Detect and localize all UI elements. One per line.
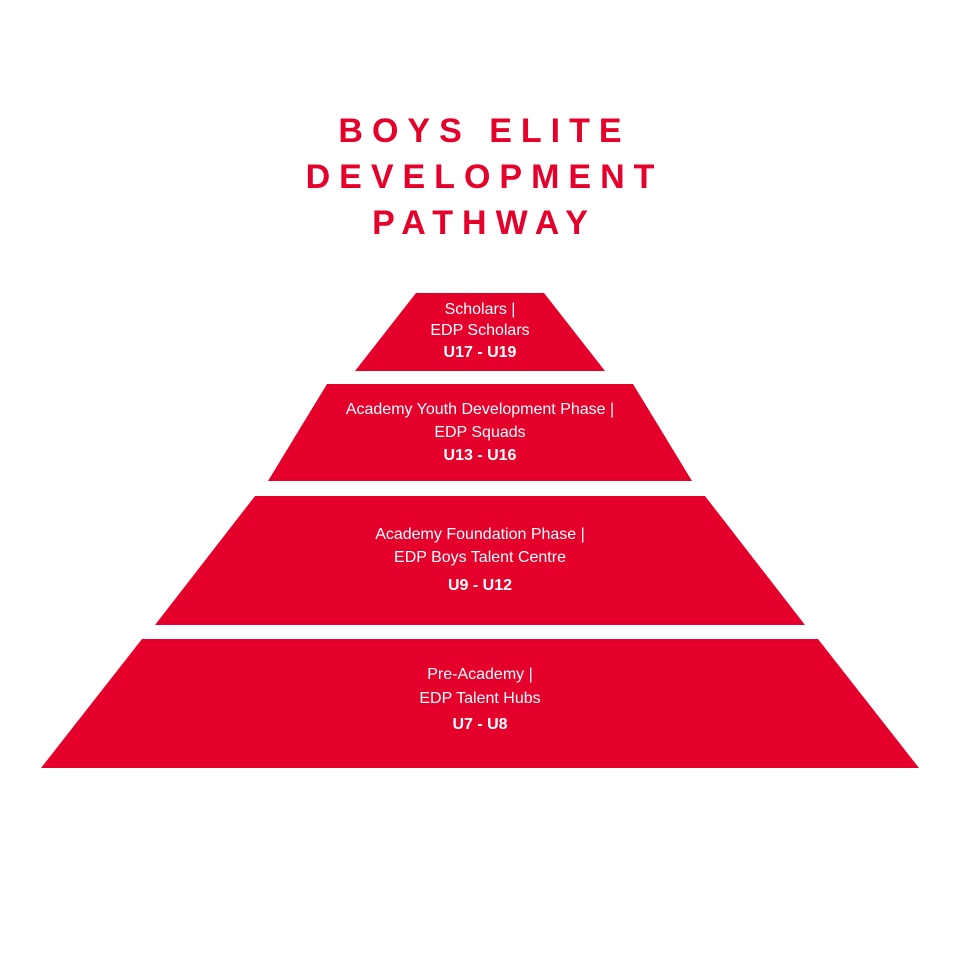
tier-2-ages: U13 - U16 [443, 447, 517, 464]
pyramid-tier-2-shape [268, 384, 692, 481]
pyramid-tier-3-shape [155, 496, 805, 625]
tier-3-ages: U9 - U12 [447, 577, 513, 594]
tier-1-ages: U17 - U19 [443, 344, 517, 361]
pyramid-tier-3: Academy Foundation Phase | EDP Boys Tale… [0, 523, 960, 603]
pyramid-tier-1: Scholars | EDP Scholars U17 - U19 [0, 299, 960, 364]
page-title: BOYS ELITE DEVELOPMENT PATHWAY [0, 108, 960, 246]
title-line-1: BOYS ELITE [338, 112, 631, 150]
tier-3-sublabel: EDP Boys Talent Centre [394, 549, 566, 566]
tier-4-label: Pre-Academy | [427, 666, 533, 683]
pyramid-tier-2: Academy Youth Development Phase | EDP Sq… [0, 398, 960, 467]
tier-2-sublabel: EDP Squads [434, 424, 526, 441]
tier-4-sublabel: EDP Talent Hubs [419, 690, 541, 707]
pyramid-tier-1-shape [355, 293, 605, 371]
title-line-2: DEVELOPMENT [305, 158, 664, 196]
tier-4-ages: U7 - U8 [452, 716, 508, 733]
title-line-3: PATHWAY [372, 204, 597, 242]
tier-1-sublabel: EDP Scholars [430, 322, 530, 339]
pyramid-tier-4: Pre-Academy | EDP Talent Hubs U7 - U8 [0, 663, 960, 739]
tier-2-label: Academy Youth Development Phase | [345, 401, 615, 418]
pyramid-tier-4-shape [41, 639, 919, 768]
tier-3-label: Academy Foundation Phase | [375, 526, 585, 543]
tier-1-label: Scholars | [444, 301, 516, 318]
